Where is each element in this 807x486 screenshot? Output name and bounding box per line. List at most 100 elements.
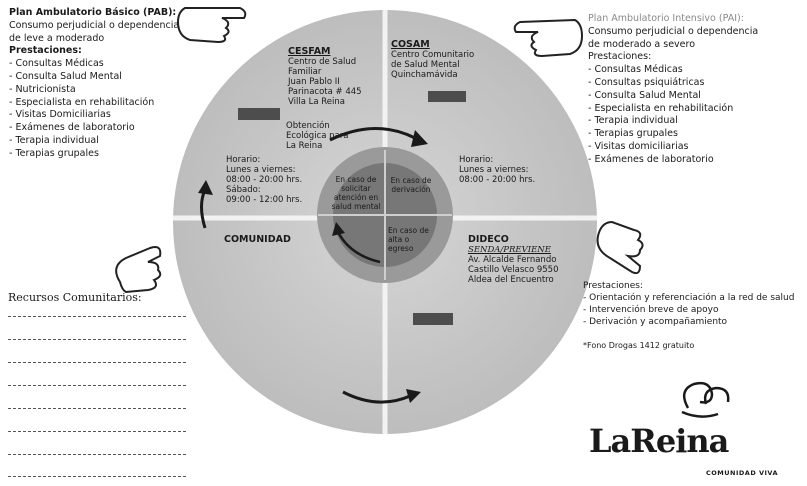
hand-pointer-down-icon	[596, 220, 644, 275]
pai-item: - Consulta Salud Mental	[588, 89, 701, 101]
pai-subtitle-1: Consumo perjudicial o dependencia	[588, 25, 759, 37]
resource-line[interactable]	[8, 408, 186, 409]
schedule-line: 08:00 - 20:00 hrs.	[459, 175, 536, 185]
dideco-line: Aldea del Encuentro	[468, 275, 554, 285]
pai-item: - Especialista en rehabilitación	[588, 102, 734, 114]
cosam-line: Quinchamávida	[391, 70, 458, 80]
pai-block: Plan Ambulatorio Intensivo (PAI): Consum…	[588, 13, 758, 167]
comunidad-title: COMUNIDAD	[224, 234, 291, 245]
cosam-line: Centro Comunitario	[391, 50, 475, 60]
schedule-line: Sábado:	[226, 185, 261, 195]
cesfam-line: Villa La Reina	[288, 97, 345, 107]
community-resources-label: Recursos Comunitarios:	[8, 291, 142, 304]
cesfam-line: Juan Pablo II	[288, 77, 340, 87]
arrow-label-line: Ecológica para	[286, 131, 349, 141]
center-line: atención en	[333, 193, 379, 202]
senda-item: - Orientación y referenciación a la red …	[583, 293, 795, 303]
cosam-tag	[428, 91, 466, 102]
pab-item: - Visitas Domiciliarias	[9, 109, 111, 121]
cosam-schedule: Horario: Lunes a viernes: 08:00 - 20:00 …	[459, 155, 535, 185]
cesfam-line: Familiar	[288, 67, 322, 77]
center-line: En caso de	[335, 175, 377, 184]
dideco-line: Castillo Velasco 9550	[468, 265, 559, 275]
pab-subtitle-1: Consumo perjudicial o dependencia	[9, 19, 180, 31]
arrow-bottom-icon	[342, 389, 421, 404]
dideco-title: DIDECO	[468, 234, 509, 245]
pab-subtitle-2: de leve a moderado	[9, 32, 105, 44]
cosam-title: COSAM	[391, 39, 430, 50]
resource-line[interactable]	[8, 431, 186, 432]
arrow-label-line: Obtención	[286, 121, 330, 131]
cesfam-tag	[238, 108, 280, 120]
senda-header: Prestaciones:	[583, 281, 643, 291]
hand-pointer-up-right-icon	[115, 246, 162, 294]
dideco-subtitle: SENDA/PREVIENE	[468, 245, 551, 255]
pai-title: Plan Ambulatorio Intensivo (PAI):	[588, 13, 744, 24]
pai-item: - Consultas psiquiátricas	[588, 76, 705, 88]
resource-line[interactable]	[8, 362, 186, 363]
pab-item: - Exámenes de laboratorio	[9, 122, 135, 134]
pab-item: - Terapias grupales	[9, 147, 99, 159]
pab-block: Plan Ambulatorio Básico (PAB): Consumo p…	[9, 7, 179, 161]
schedule-line: 09:00 - 12:00 hrs.	[226, 195, 303, 205]
center-line: egreso	[388, 244, 414, 253]
senda-block: Prestaciones: - Orientación y referencia…	[583, 280, 794, 352]
schedule-line: Horario:	[226, 155, 261, 165]
pab-title: Plan Ambulatorio Básico (PAB):	[9, 7, 177, 18]
pab-item: - Nutricionista	[9, 83, 76, 95]
resource-line[interactable]	[8, 339, 186, 340]
resource-line[interactable]	[8, 385, 186, 386]
cosam-line: de Salud Mental	[391, 60, 460, 70]
schedule-line: Horario:	[459, 155, 494, 165]
center-line: derivación	[391, 185, 431, 194]
center-line: En caso de	[388, 226, 429, 235]
cesfam-title: CESFAM	[288, 46, 331, 57]
pab-item: - Consulta Salud Mental	[9, 70, 122, 82]
pai-item: - Exámenes de laboratorio	[588, 153, 714, 165]
senda-item: - Intervención breve de apoyo	[583, 305, 719, 315]
lareina-logo: LaReina	[589, 422, 729, 460]
hand-pointer-left-icon	[513, 18, 584, 58]
pai-item: - Visitas domiciliarias	[588, 140, 689, 152]
schedule-line: 08:00 - 20:00 hrs.	[226, 175, 303, 185]
center-line: En caso de	[390, 176, 432, 185]
pai-benefits-header: Prestaciones:	[588, 51, 652, 63]
center-bottom-right: En caso de alta o egreso	[384, 226, 438, 253]
dideco-tag	[413, 313, 453, 325]
resource-line[interactable]	[8, 316, 186, 317]
schedule-line: Lunes a viernes:	[226, 165, 296, 175]
cesfam-line: Centro de Salud	[288, 57, 357, 67]
center-line: alta o	[388, 235, 410, 244]
center-line: salud mental	[331, 202, 381, 211]
cesfam-block: CESFAM Centro de Salud Familiar Juan Pab…	[288, 46, 362, 108]
lareina-logo-sub: COMUNIDAD VIVA	[706, 469, 779, 477]
schedule-line: Lunes a viernes:	[459, 165, 529, 175]
resource-line[interactable]	[8, 476, 186, 477]
senda-phone: *Fono Drogas 1412 gratuito	[583, 341, 695, 350]
dideco-line: Av. Alcalde Fernando	[468, 255, 557, 265]
arrow-center-icon	[332, 222, 381, 264]
cesfam-line: Parinacota # 445	[288, 87, 362, 97]
arrow-top-icon	[329, 127, 428, 147]
pai-item: - Terapias grupales	[588, 128, 678, 140]
pai-subtitle-2: de moderado a severo	[588, 38, 696, 50]
center-top-left: En caso de solicitar atención en salud m…	[328, 175, 384, 211]
arrow-label-line: La Reina	[286, 141, 323, 151]
cesfam-arrow-label: Obtención Ecológica para La Reina	[286, 121, 348, 151]
pai-item: - Terapia individual	[588, 115, 678, 127]
pab-item: - Especialista en rehabilitación	[9, 96, 155, 108]
dideco-block: DIDECO SENDA/PREVIENE Av. Alcalde Fernan…	[468, 234, 559, 286]
senda-item: - Derivación y acompañamiento	[583, 317, 728, 327]
center-top-right: En caso de derivación	[386, 176, 436, 194]
resource-line[interactable]	[8, 454, 186, 455]
logo-swirl-icon	[681, 381, 730, 418]
cosam-block: COSAM Centro Comunitario de Salud Mental…	[391, 39, 475, 81]
pab-item: - Terapia individual	[9, 134, 99, 146]
pab-benefits-header: Prestaciones:	[9, 45, 82, 57]
pai-item: - Consultas Médicas	[588, 64, 683, 76]
pab-item: - Consultas Médicas	[9, 58, 104, 70]
cesfam-schedule: Horario: Lunes a viernes: 08:00 - 20:00 …	[226, 155, 302, 205]
center-line: solicitar	[341, 184, 371, 193]
hand-pointer-right-icon	[176, 7, 247, 44]
